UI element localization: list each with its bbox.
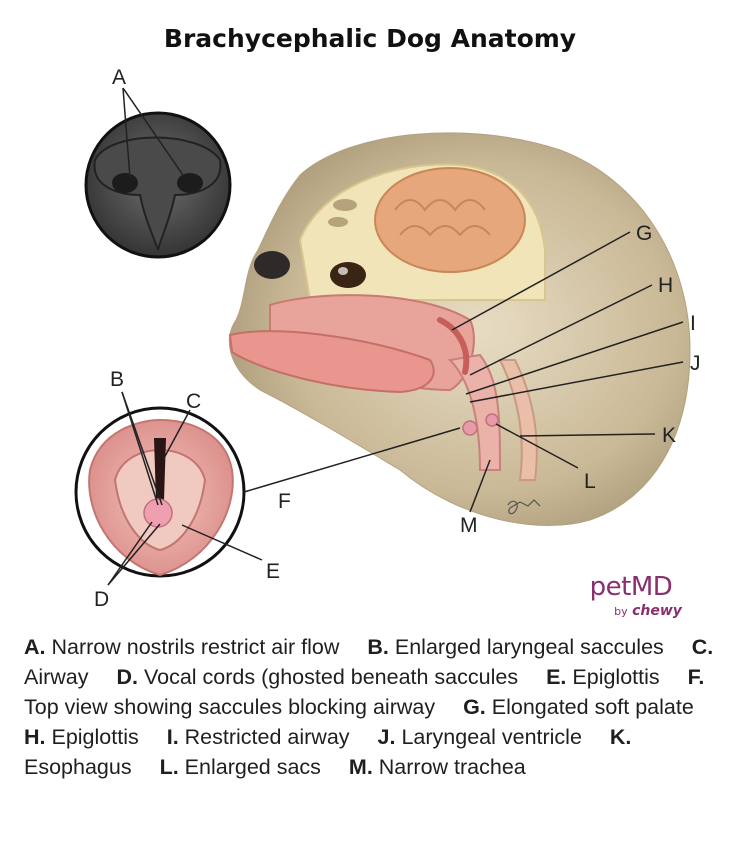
- legend-item: J. Laryngeal ventricle: [378, 725, 582, 749]
- legend-text: Enlarged sacs: [184, 755, 321, 779]
- inset-nostrils: [84, 111, 232, 259]
- legend-item: G. Elongated soft palate: [463, 695, 694, 719]
- artist-signature: [507, 499, 541, 515]
- label-a: A: [112, 66, 126, 89]
- legend-text: Vocal cords (ghosted beneath saccules: [143, 665, 519, 689]
- label-g: G: [636, 222, 652, 245]
- label-d: D: [94, 588, 109, 611]
- label-e: E: [266, 560, 280, 583]
- legend-text: Airway: [24, 665, 89, 689]
- legend-text: Laryngeal ventricle: [401, 725, 582, 749]
- legend-item: D. Vocal cords (ghosted beneath saccules: [117, 665, 519, 689]
- petmd-logo: petMD by chewy: [566, 572, 696, 620]
- legend: A. Narrow nostrils restrict air flow B. …: [24, 632, 729, 782]
- legend-text: Narrow nostrils restrict air flow: [51, 635, 340, 659]
- legend-text: Top view showing saccules blocking airwa…: [24, 695, 436, 719]
- legend-item: I. Restricted airway: [167, 725, 350, 749]
- legend-text: Enlarged laryngeal saccules: [394, 635, 664, 659]
- label-h: H: [658, 274, 673, 297]
- brand-partner: chewy: [632, 603, 682, 619]
- label-l: L: [584, 470, 596, 493]
- legend-letter: C.: [691, 635, 714, 659]
- legend-letter: J.: [377, 725, 396, 749]
- legend-item: L. Enlarged sacs: [160, 755, 321, 779]
- legend-item: F. Top view showing saccules blocking ai…: [24, 665, 704, 719]
- legend-letter: B.: [367, 635, 389, 659]
- legend-letter: G.: [463, 695, 486, 719]
- anatomy-illustration: A B C D E F G H I J K L M: [74, 66, 701, 611]
- legend-letter: K.: [609, 725, 632, 749]
- legend-letter: L.: [159, 755, 179, 779]
- dog-head: [228, 132, 691, 527]
- label-b: B: [110, 368, 124, 391]
- legend-letter: I.: [166, 725, 179, 749]
- legend-item: M. Narrow trachea: [349, 755, 526, 779]
- legend-letter: M.: [348, 755, 373, 779]
- label-i: I: [690, 312, 696, 335]
- legend-item: K. Esophagus: [24, 725, 631, 779]
- inset-larynx-top-view: [74, 406, 246, 578]
- legend-letter: A.: [24, 635, 46, 659]
- legend-letter: E.: [546, 665, 567, 689]
- label-c: C: [186, 390, 201, 413]
- legend-text: Epiglottis: [51, 725, 139, 749]
- label-f: F: [278, 490, 291, 513]
- legend-item: E. Epiglottis: [546, 665, 660, 689]
- legend-letter: F.: [687, 665, 705, 689]
- legend-letter: D.: [116, 665, 139, 689]
- legend-text: Epiglottis: [572, 665, 660, 689]
- leader-lines: [107, 87, 684, 586]
- brand-name: petMD: [589, 572, 673, 602]
- legend-item: C. Airway: [24, 635, 713, 689]
- legend-text: Esophagus: [24, 755, 132, 779]
- legend-item: B. Enlarged laryngeal saccules: [367, 635, 663, 659]
- label-j: J: [690, 352, 701, 375]
- label-k: K: [662, 424, 676, 447]
- legend-text: Elongated soft palate: [491, 695, 694, 719]
- label-m: M: [460, 514, 478, 537]
- legend-letter: H.: [24, 725, 46, 749]
- brand-by: by: [614, 605, 628, 618]
- legend-item: H. Epiglottis: [24, 725, 139, 749]
- diagram-title: Brachycephalic Dog Anatomy: [163, 24, 577, 53]
- legend-item: A. Narrow nostrils restrict air flow: [24, 635, 339, 659]
- legend-text: Restricted airway: [184, 725, 350, 749]
- legend-text: Narrow trachea: [378, 755, 526, 779]
